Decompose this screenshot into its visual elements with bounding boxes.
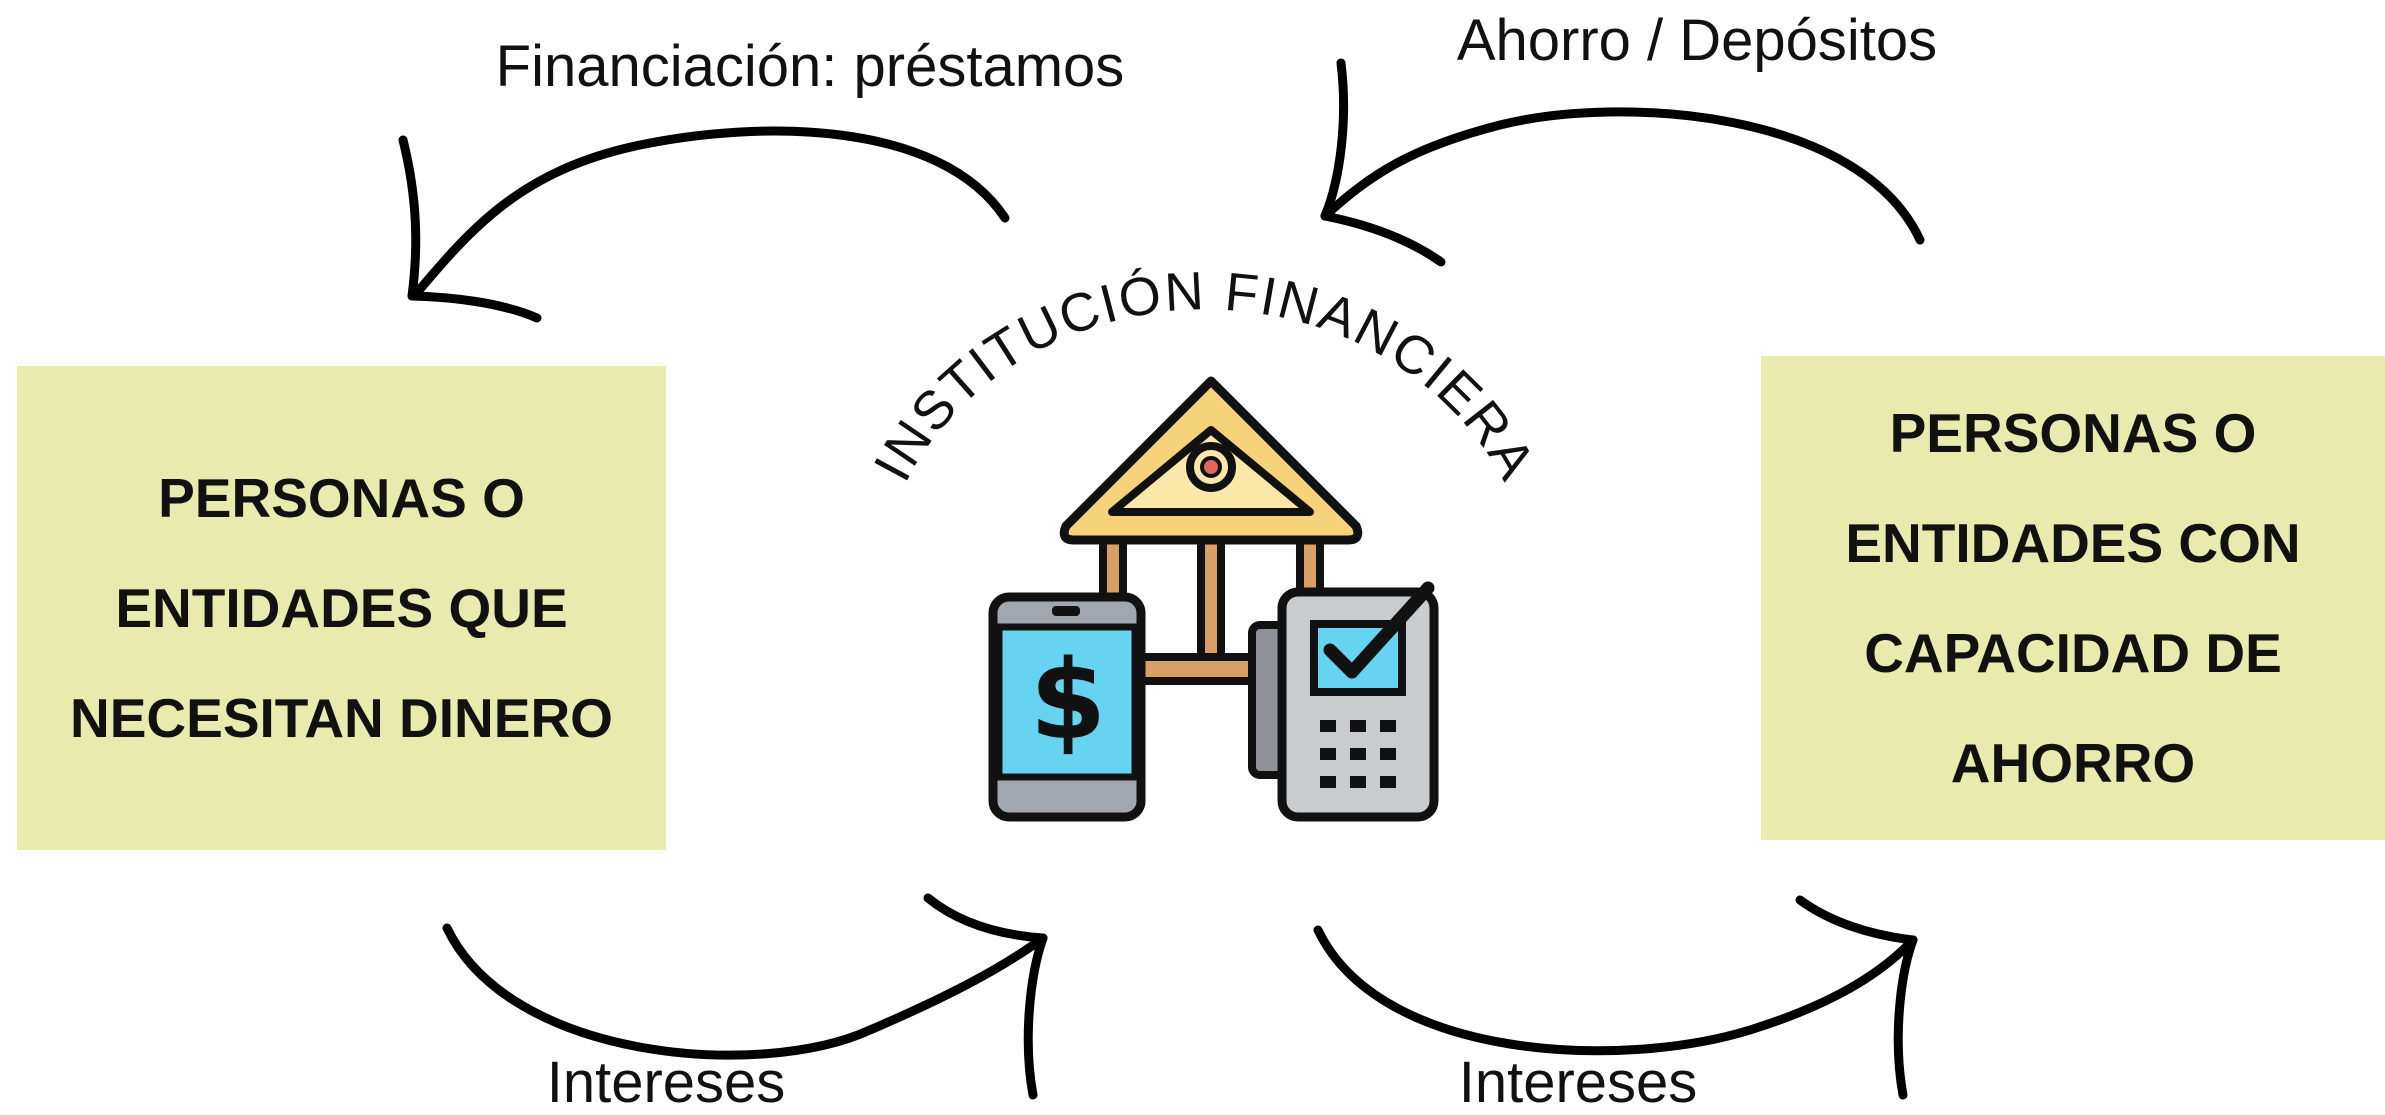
borrowers-box: PERSONAS O ENTIDADES QUE NECESITAN DINER… [17, 366, 666, 850]
checkmark-icon [1323, 581, 1435, 679]
interest-left-label: Intereses [546, 1050, 786, 1115]
bank-column-mid [1197, 531, 1225, 661]
savers-line-3: CAPACIDAD DE [1864, 622, 2282, 684]
interest-right-label: Intereses [1458, 1050, 1698, 1115]
interest-left-arrow [442, 893, 1048, 1100]
borrowers-line-3: NECESITAN DINERO [70, 687, 613, 749]
terminal-keypad [1320, 720, 1396, 788]
phone-dollar-icon: $ [988, 592, 1146, 822]
savers-line-1: PERSONAS O [1889, 402, 2257, 464]
phone-speaker [1052, 606, 1080, 616]
interest-right-arrow [1313, 895, 1918, 1100]
financing-arrow [398, 126, 1010, 323]
borrowers-line-1: PERSONAS O [158, 467, 525, 529]
phone-screen [995, 623, 1139, 781]
card-terminal-icon [1248, 581, 1439, 822]
savers-box: PERSONAS O ENTIDADES CON CAPACIDAD DE AH… [1761, 356, 2385, 840]
dollar-icon: $ [1030, 636, 1107, 764]
savings-label: Ahorro / Depósitos [1456, 8, 1938, 73]
bank-eye-dot [1200, 456, 1222, 478]
borrowers-line-2: ENTIDADES QUE [115, 577, 568, 639]
savers-line-2: ENTIDADES CON [1845, 512, 2301, 574]
financing-label: Financiación: préstamos [495, 34, 1125, 99]
savers-line-4: AHORRO [1950, 732, 2196, 794]
savings-arrow [1320, 58, 1925, 267]
